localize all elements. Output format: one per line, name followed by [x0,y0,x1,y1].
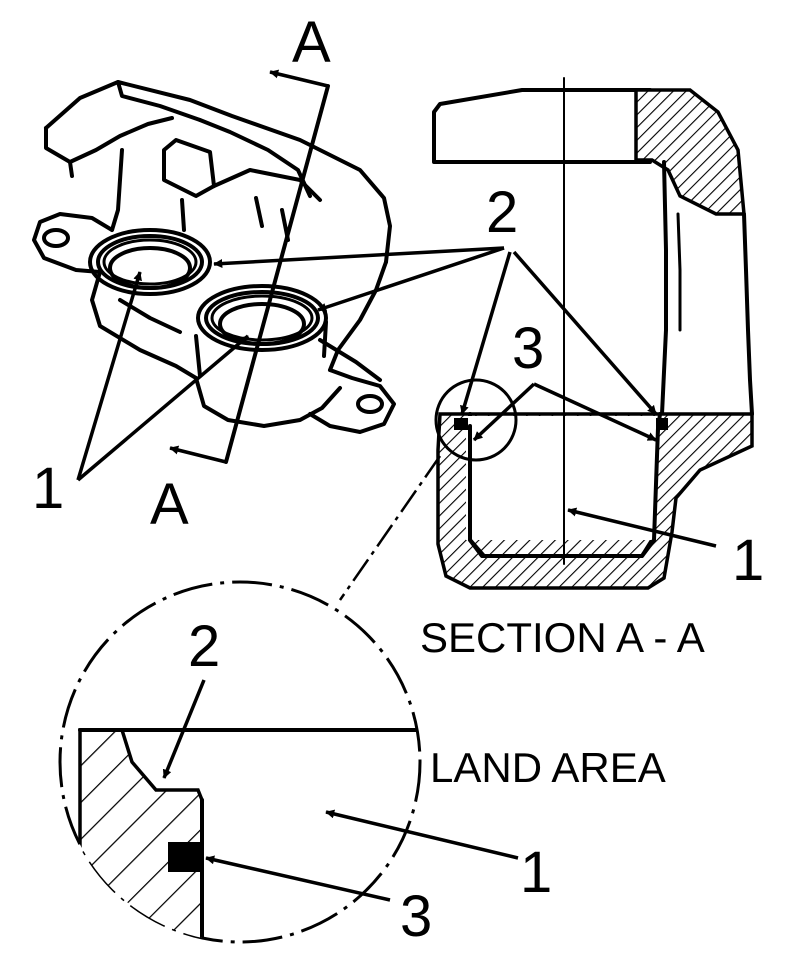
detail-callout-1: 1 [520,840,552,905]
callout-1-leaders [76,271,250,482]
section-caption: SECTION A - A [420,614,705,661]
callout-3-leaders [472,382,657,442]
callout-2-leaders [213,246,658,416]
callout-1-left: 1 [32,456,64,521]
section-label-a-top: A [292,10,331,75]
callout-2-top: 2 [486,180,518,245]
section-label-a-bottom: A [150,472,189,537]
land-area-label: LAND AREA [430,744,666,791]
detail-callout-2-leader [162,679,206,779]
callout-1-section-leader [567,507,717,548]
detail-callout-1-leader [325,809,519,860]
callout-3-mid: 3 [512,316,544,381]
caliper-body-illustration [32,80,396,434]
detail-view [58,580,422,944]
detail-callout-3: 3 [400,884,432,949]
detail-callout-3-leader [205,855,391,902]
section-cut-line [169,69,330,464]
callout-1-section: 1 [732,528,764,593]
detail-callout-2: 2 [188,614,220,679]
section-view [432,77,754,590]
detail-connector [338,455,442,601]
